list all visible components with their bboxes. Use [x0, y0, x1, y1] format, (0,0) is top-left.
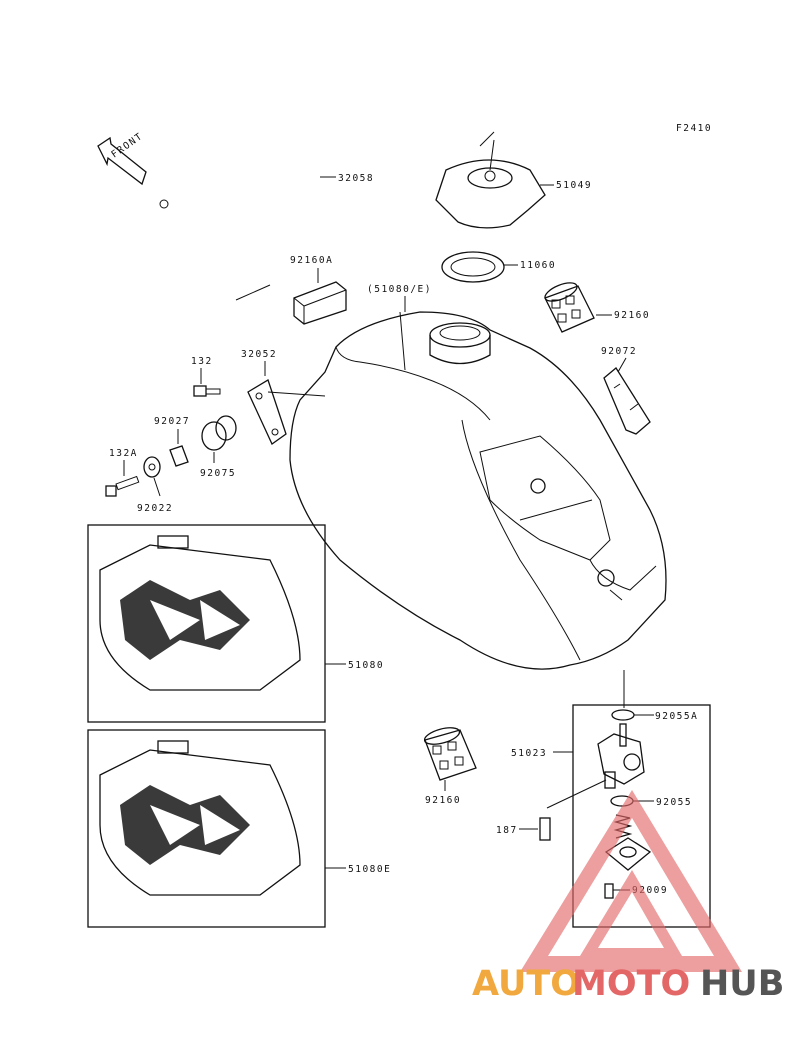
- part-92055a: 92055A: [655, 711, 698, 722]
- front-label: FRONT: [109, 131, 145, 161]
- part-51080e-ref: (51080/E): [367, 284, 432, 295]
- part-92160a: 92160A: [290, 255, 333, 266]
- diagram-code: F2410: [676, 123, 712, 134]
- part-132: 132: [191, 356, 213, 367]
- decal-box-51080: [87, 524, 346, 723]
- part-51023: 51023: [511, 748, 547, 759]
- bolt-132a: [105, 475, 140, 497]
- watermark-triangle-icon: [520, 790, 742, 972]
- fuel-tank: [289, 311, 667, 670]
- watermark-auto: AUTO: [472, 964, 580, 1004]
- grommet-92075: [201, 415, 237, 463]
- screw-187: [519, 779, 607, 841]
- part-92075: 92075: [200, 468, 236, 479]
- washer-92022: [143, 456, 161, 497]
- cap-gasket: [441, 251, 518, 283]
- fuel-filter-bottom: [423, 727, 477, 791]
- part-92009: 92009: [632, 885, 668, 896]
- watermark-hub: HUB: [700, 964, 784, 1004]
- part-92055: 92055: [656, 797, 692, 808]
- part-92027: 92027: [154, 416, 190, 427]
- front-arrow-icon: FRONT: [97, 131, 147, 186]
- rubber-pad: [293, 281, 347, 325]
- decal-box-51080e: [87, 729, 346, 928]
- part-32052: 32052: [241, 349, 277, 360]
- part-11060: 11060: [520, 260, 556, 271]
- part-51080e: 51080E: [348, 864, 391, 875]
- part-92022: 92022: [137, 503, 173, 514]
- collar-92027: [169, 445, 189, 467]
- watermark-logo: AUTO MOTO HUB: [472, 964, 784, 1004]
- fuel-cap: [435, 131, 554, 229]
- part-92160-top: 92160: [614, 310, 650, 321]
- breather-hose: [159, 151, 336, 301]
- part-132a: 132A: [109, 448, 138, 459]
- part-92160-bottom: 92160: [425, 795, 461, 806]
- part-187: 187: [496, 825, 518, 836]
- watermark-moto: MOTO: [572, 964, 690, 1004]
- fuel-filter-top: [544, 282, 612, 333]
- tank-strap: [603, 367, 651, 435]
- part-51049: 51049: [556, 180, 592, 191]
- part-51080: 51080: [348, 660, 384, 671]
- part-32058: 32058: [338, 173, 374, 184]
- bolt-132: [193, 385, 221, 397]
- bracket-32052: [247, 379, 326, 445]
- part-92072: 92072: [601, 346, 637, 357]
